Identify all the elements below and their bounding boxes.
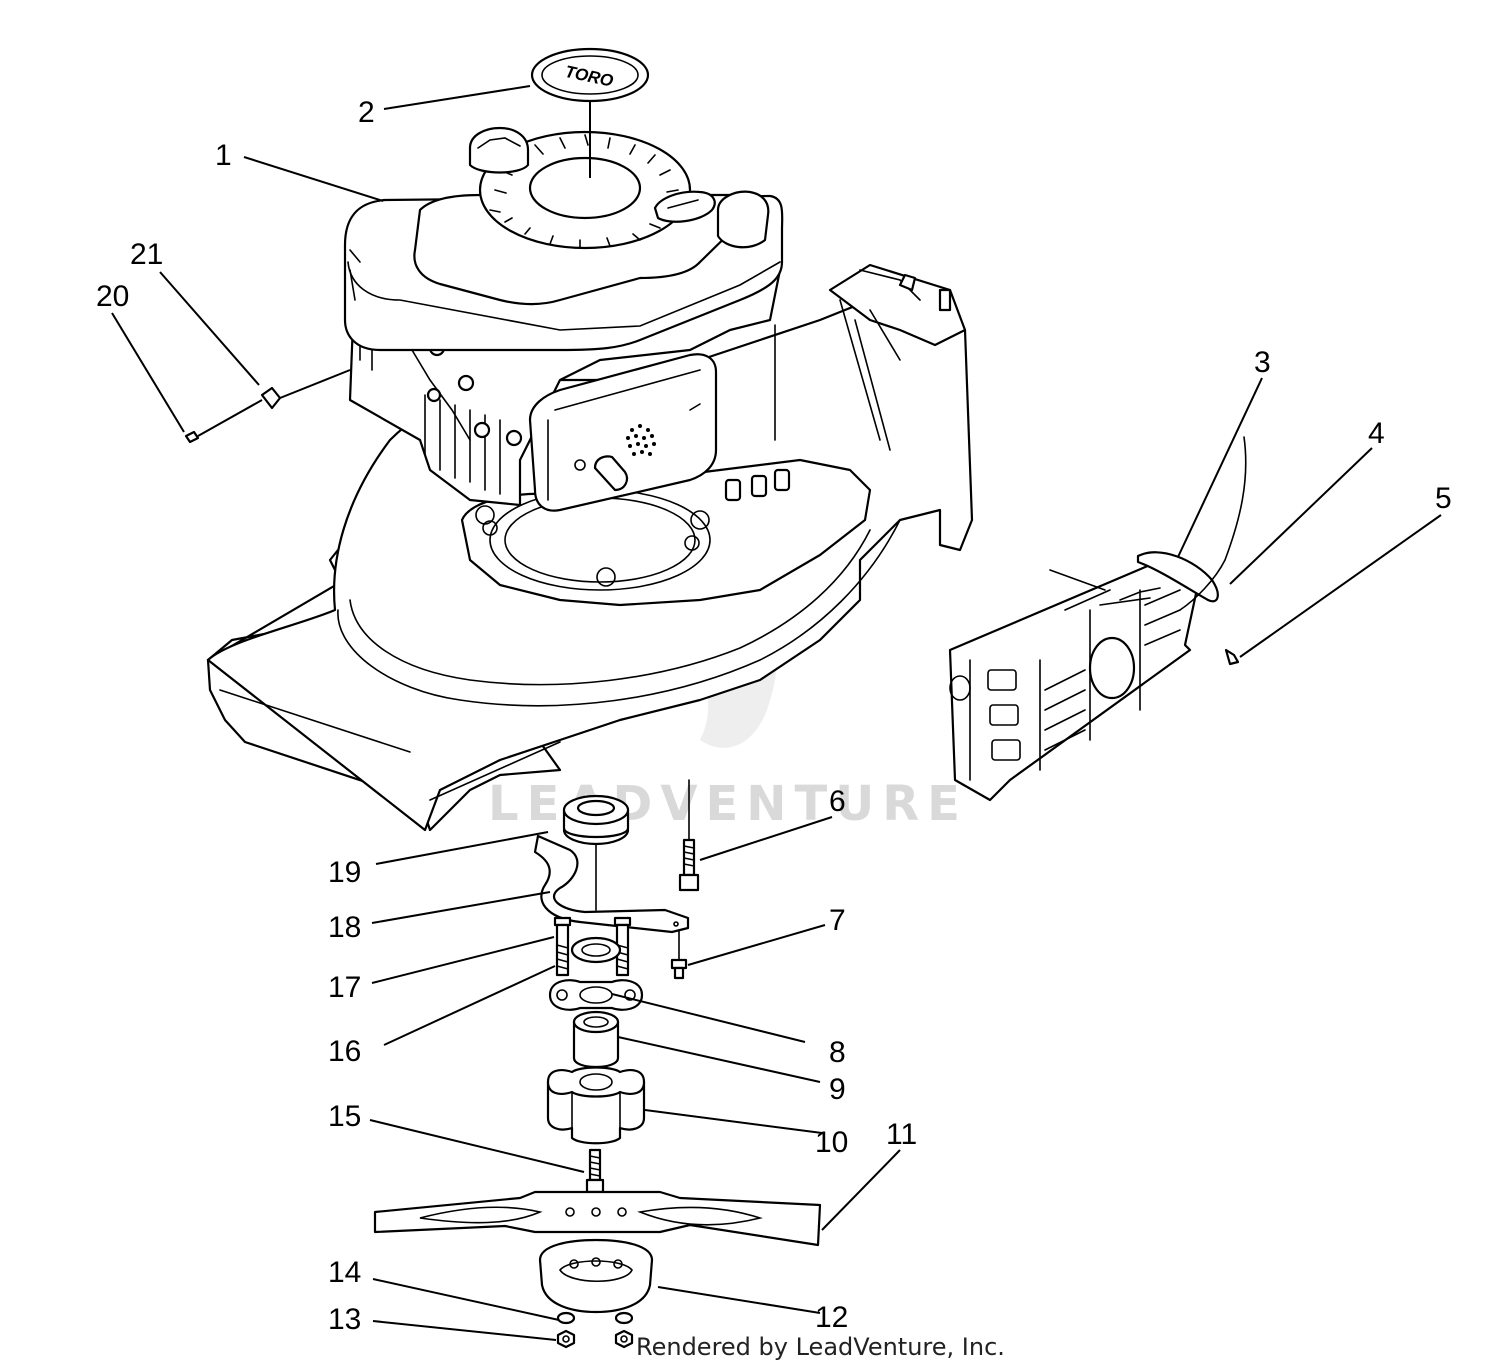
stiffener-plate bbox=[538, 1238, 654, 1314]
callout-19: 19 bbox=[328, 856, 361, 889]
callout-8: 8 bbox=[829, 1036, 846, 1069]
callout-18: 18 bbox=[328, 911, 361, 944]
callout-11: 11 bbox=[886, 1118, 917, 1151]
mower-blade bbox=[373, 1190, 822, 1247]
mower-deck bbox=[206, 263, 974, 832]
adapter-bolts bbox=[553, 916, 632, 977]
callout-4: 4 bbox=[1368, 417, 1385, 450]
callout-20: 20 bbox=[96, 280, 129, 313]
callout-16: 16 bbox=[328, 1035, 361, 1068]
blade-bolt bbox=[585, 1148, 605, 1194]
callout-21: 21 bbox=[130, 238, 163, 271]
engine bbox=[343, 126, 784, 512]
spacer bbox=[572, 1010, 620, 1068]
render-credit: Rendered by LeadVenture, Inc. bbox=[636, 1333, 1005, 1361]
callout-13: 13 bbox=[328, 1303, 361, 1336]
callout-7: 7 bbox=[829, 904, 846, 937]
callout-3: 3 bbox=[1254, 346, 1271, 379]
washers-and-nuts bbox=[556, 1311, 634, 1349]
callout-12: 12 bbox=[815, 1301, 848, 1334]
bolt-6 bbox=[678, 779, 700, 892]
callout-17: 17 bbox=[328, 971, 361, 1004]
callout-10: 10 bbox=[815, 1126, 848, 1159]
callout-1: 1 bbox=[215, 139, 232, 172]
callout-14: 14 bbox=[328, 1256, 361, 1289]
callout-2: 2 bbox=[358, 96, 375, 129]
callout-5: 5 bbox=[1435, 482, 1452, 515]
callout-9: 9 bbox=[829, 1073, 846, 1106]
belt-guide-bracket bbox=[533, 834, 690, 934]
toro-decal: TORO bbox=[530, 47, 650, 178]
blade-adapter bbox=[546, 1066, 646, 1145]
pulley bbox=[562, 794, 630, 846]
bolt-7 bbox=[670, 929, 688, 980]
leader-lines bbox=[111, 85, 1442, 1341]
callout-numbers: 1 2 3 4 5 6 7 8 9 10 11 12 13 14 15 16 1… bbox=[96, 96, 1452, 1336]
callout-15: 15 bbox=[328, 1100, 361, 1133]
callout-6: 6 bbox=[829, 785, 846, 818]
clip-and-screw bbox=[184, 369, 351, 444]
rear-grille bbox=[948, 436, 1247, 802]
gasket bbox=[548, 979, 644, 1011]
svg-text:LEADVENTURE: LEADVENTURE bbox=[488, 776, 968, 832]
